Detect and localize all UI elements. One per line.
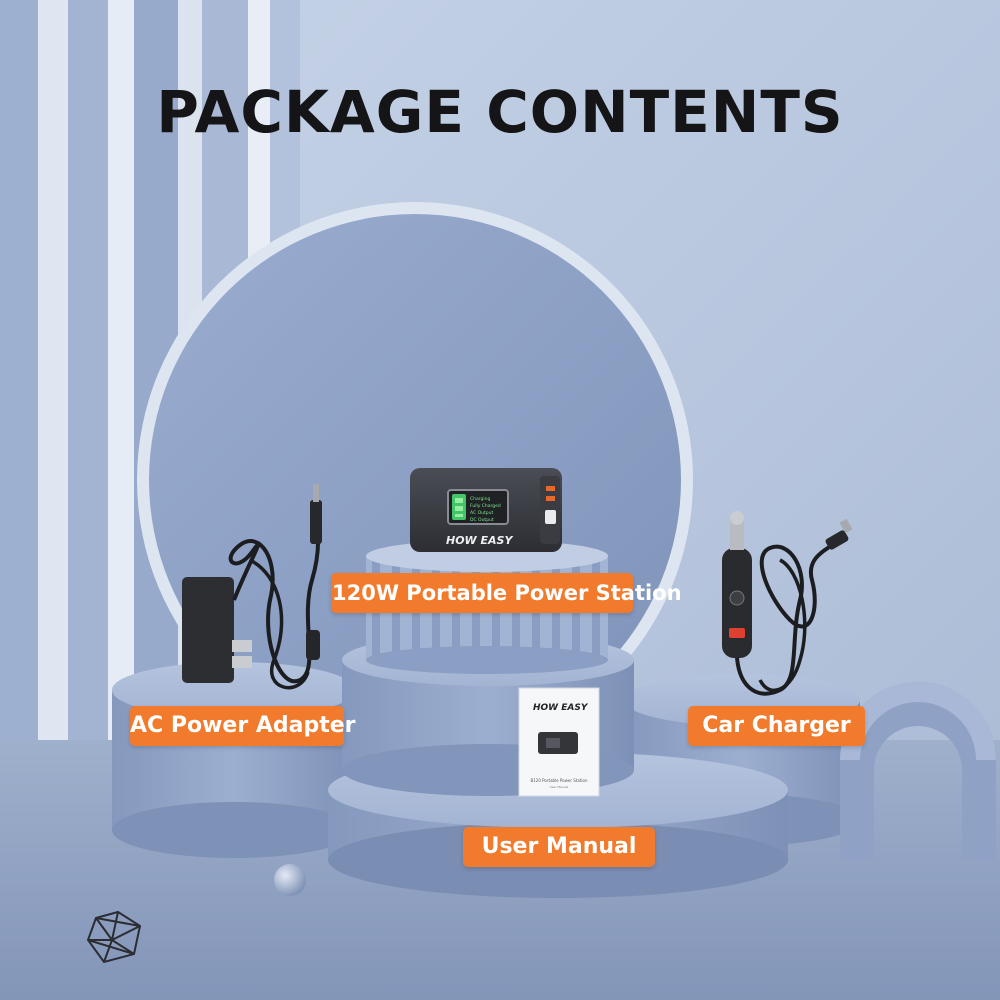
page-title: PACKAGE CONTENTS [156,78,844,146]
label-user-manual: User Manual [463,827,655,867]
left-podium [112,662,356,858]
ac-adapter [182,484,322,690]
car-charger [722,511,853,696]
label-power-station: 120W Portable Power Station [331,573,682,613]
power-station-device: Charging Fully Charged AC Output DC Outp… [410,468,562,552]
screen-line-4: DC Output [470,517,494,523]
manual-small-text: User Manual [550,785,569,789]
manual-subtitle: B120 Portable Power Station [531,778,588,783]
user-manual: HOW EASY B120 Portable Power Station Use… [518,687,600,797]
label-car-charger: Car Charger [688,706,865,746]
wire-geometric-ornament [86,910,142,964]
manual-brand: HOW EASY [533,703,589,713]
device-brand: HOW EASY [446,534,513,547]
arch [840,682,996,860]
label-ac-adapter: AC Power Adapter [130,706,355,746]
screen-line-2: Fully Charged [470,503,501,509]
screen-line-3: AC Output [470,510,493,516]
decorative-sphere [274,864,306,896]
screen-line-1: Charging [470,496,490,502]
